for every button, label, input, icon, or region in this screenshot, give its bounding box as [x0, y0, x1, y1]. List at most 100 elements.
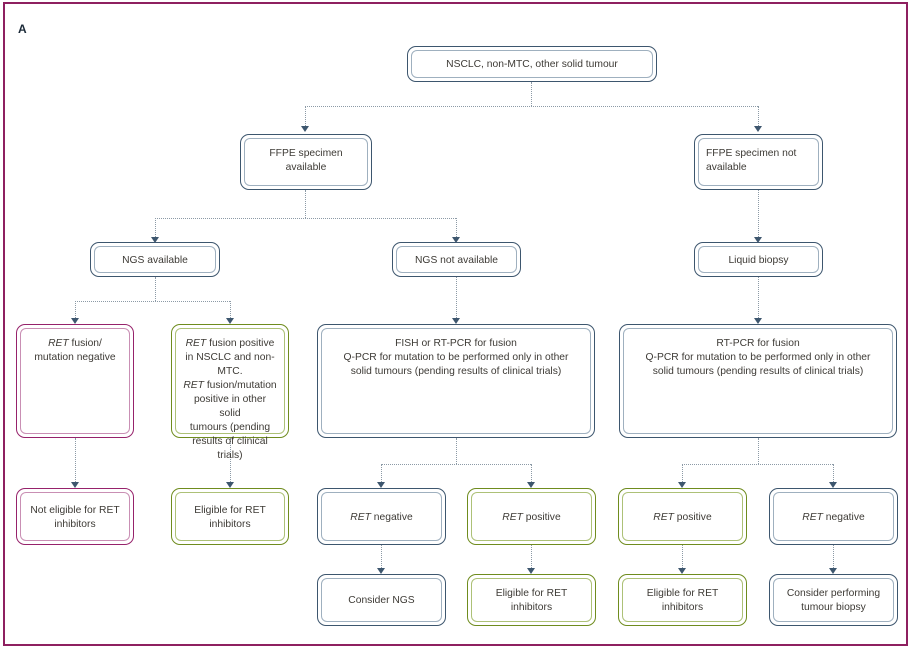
connector-ngs-bus	[155, 218, 456, 219]
node-consider-biopsy-inner: Consider performing tumour biopsy	[773, 578, 894, 622]
connector-ffpe-available-stem	[305, 190, 306, 218]
arrow-to-ffpe-not-available	[753, 126, 762, 132]
node-ffpe-not-available-label: FFPE specimen not available	[706, 148, 797, 173]
node-liquid-ret-positive[interactable]: RET positive	[618, 488, 747, 545]
connector-ret-negative-to-not-eligible	[75, 438, 76, 482]
node-ngs-available-label: NGS available	[122, 254, 188, 266]
connector-rtpcr-bus	[682, 464, 833, 465]
node-ngs-not-available-inner: NGS not available	[396, 246, 517, 273]
node-ngs-not-available[interactable]: NGS not available	[392, 242, 521, 277]
connector-to-fish-ret-positive	[531, 464, 532, 482]
node-eligible-fish-inner: Eligible for RET inhibitors	[471, 578, 592, 622]
node-fish-ret-negative-inner: RET negative	[321, 492, 442, 541]
connector-to-fish-ret-negative	[381, 464, 382, 482]
panel-label: A	[18, 22, 27, 36]
node-liquid-biopsy-inner: Liquid biopsy	[698, 246, 819, 273]
node-fish-or-rtpcr[interactable]: FISH or RT-PCR for fusion Q-PCR for muta…	[317, 324, 595, 438]
arrow-to-eligible-ngs	[225, 482, 234, 488]
node-root-inner: NSCLC, non-MTC, other solid tumour	[411, 50, 653, 78]
node-ffpe-not-available[interactable]: FFPE specimen not available	[694, 134, 823, 190]
node-eligible-liquid-label: Eligible for RET inhibitors	[646, 588, 719, 613]
node-liquid-biopsy-label: Liquid biopsy	[728, 254, 789, 266]
connector-to-ngs-available	[155, 218, 156, 237]
node-not-eligible[interactable]: Not eligible for RET inhibitors	[16, 488, 134, 545]
connector-root-to-ffpe-not-available	[758, 106, 759, 126]
connector-to-ngs-not-available	[456, 218, 457, 237]
connector-to-liquid-ret-positive	[682, 464, 683, 482]
arrow-to-consider-biopsy	[828, 568, 837, 574]
node-eligible-ngs[interactable]: Eligible for RET inhibitors	[171, 488, 289, 545]
node-liquid-ret-negative[interactable]: RET negative	[769, 488, 898, 545]
node-liquid-ret-negative-inner: RET negative	[773, 492, 894, 541]
node-ffpe-available-inner: FFPE specimen available	[244, 138, 368, 186]
arrow-to-ret-positive-ngs	[225, 318, 234, 324]
node-fish-or-rtpcr-label: FISH or RT-PCR for fusion Q-PCR for muta…	[343, 338, 569, 377]
node-eligible-fish-label: Eligible for RET inhibitors	[495, 588, 568, 613]
node-liquid-ret-positive-inner: RET positive	[622, 492, 743, 541]
node-eligible-liquid-inner: Eligible for RET inhibitors	[622, 578, 743, 622]
node-consider-ngs-label: Consider NGS	[348, 595, 415, 606]
node-fish-ret-negative-label: RET negative	[350, 511, 413, 523]
node-eligible-liquid[interactable]: Eligible for RET inhibitors	[618, 574, 747, 626]
connector-ngs-not-available-to-fish	[456, 277, 457, 318]
connector-to-ret-negative-ngs	[75, 301, 76, 318]
node-ffpe-not-available-inner: FFPE specimen not available	[698, 138, 819, 186]
connector-to-liquid-ret-negative	[833, 464, 834, 482]
node-consider-ngs-inner: Consider NGS	[321, 578, 442, 622]
connector-ngs-available-bus	[75, 301, 230, 302]
node-fish-or-rtpcr-inner: FISH or RT-PCR for fusion Q-PCR for muta…	[321, 328, 591, 434]
node-consider-biopsy[interactable]: Consider performing tumour biopsy	[769, 574, 898, 626]
node-rtpcr-inner: RT-PCR for fusion Q-PCR for mutation to …	[623, 328, 893, 434]
arrow-to-ngs-available	[150, 237, 159, 243]
connector-to-ret-positive-ngs	[230, 301, 231, 318]
node-fish-ret-negative[interactable]: RET negative	[317, 488, 446, 545]
node-rtpcr-label: RT-PCR for fusion Q-PCR for mutation to …	[645, 338, 871, 377]
arrow-to-liquid-biopsy	[753, 237, 762, 243]
node-eligible-ngs-inner: Eligible for RET inhibitors	[175, 492, 285, 541]
node-ret-fusion-mutation-negative-inner: RET fusion/mutation negative	[20, 328, 130, 434]
node-fish-ret-positive[interactable]: RET positive	[467, 488, 596, 545]
node-ffpe-available-label: FFPE specimen available	[269, 148, 343, 173]
connector-ret-positive-to-eligible	[230, 438, 231, 482]
connector-ffpe-not-available-to-liquid-biopsy	[758, 190, 759, 237]
arrow-to-fish-ret-negative	[376, 482, 385, 488]
connector-root-stem	[531, 82, 532, 106]
arrow-to-not-eligible	[70, 482, 79, 488]
arrow-to-ngs-not-available	[451, 237, 460, 243]
node-ngs-available[interactable]: NGS available	[90, 242, 220, 277]
node-liquid-ret-positive-label: RET positive	[653, 511, 712, 523]
node-not-eligible-label: Not eligible for RET inhibitors	[30, 504, 120, 530]
node-fish-ret-positive-label: RET positive	[502, 511, 561, 523]
node-ffpe-available[interactable]: FFPE specimen available	[240, 134, 372, 190]
connector-root-bus	[305, 106, 758, 107]
node-liquid-biopsy[interactable]: Liquid biopsy	[694, 242, 823, 277]
connector-liquid-biopsy-to-rtpcr	[758, 277, 759, 318]
node-rtpcr[interactable]: RT-PCR for fusion Q-PCR for mutation to …	[619, 324, 897, 438]
connector-fish-ret-positive-to-eligible	[531, 545, 532, 568]
node-ngs-available-inner: NGS available	[94, 246, 216, 273]
node-liquid-ret-negative-label: RET negative	[802, 511, 865, 523]
node-eligible-ngs-label: Eligible for RET inhibitors	[194, 504, 266, 530]
connector-root-to-ffpe-available	[305, 106, 306, 126]
node-fish-ret-positive-inner: RET positive	[471, 492, 592, 541]
node-eligible-fish[interactable]: Eligible for RET inhibitors	[467, 574, 596, 626]
node-root[interactable]: NSCLC, non-MTC, other solid tumour	[407, 46, 657, 82]
arrow-to-consider-ngs	[376, 568, 385, 574]
connector-fish-stem	[456, 438, 457, 464]
node-ngs-not-available-label: NGS not available	[415, 254, 498, 266]
arrow-to-fish-ret-positive	[526, 482, 535, 488]
node-consider-biopsy-label: Consider performing tumour biopsy	[786, 588, 881, 613]
arrow-to-ret-negative-ngs	[70, 318, 79, 324]
node-not-eligible-inner: Not eligible for RET inhibitors	[20, 492, 130, 541]
node-root-label: NSCLC, non-MTC, other solid tumour	[446, 59, 618, 70]
node-consider-ngs[interactable]: Consider NGS	[317, 574, 446, 626]
node-ret-fusion-mutation-negative[interactable]: RET fusion/mutation negative	[16, 324, 134, 438]
arrow-to-rtpcr-box	[753, 318, 762, 324]
arrow-to-fish-box	[451, 318, 460, 324]
connector-fish-bus	[381, 464, 531, 465]
connector-rtpcr-stem	[758, 438, 759, 464]
